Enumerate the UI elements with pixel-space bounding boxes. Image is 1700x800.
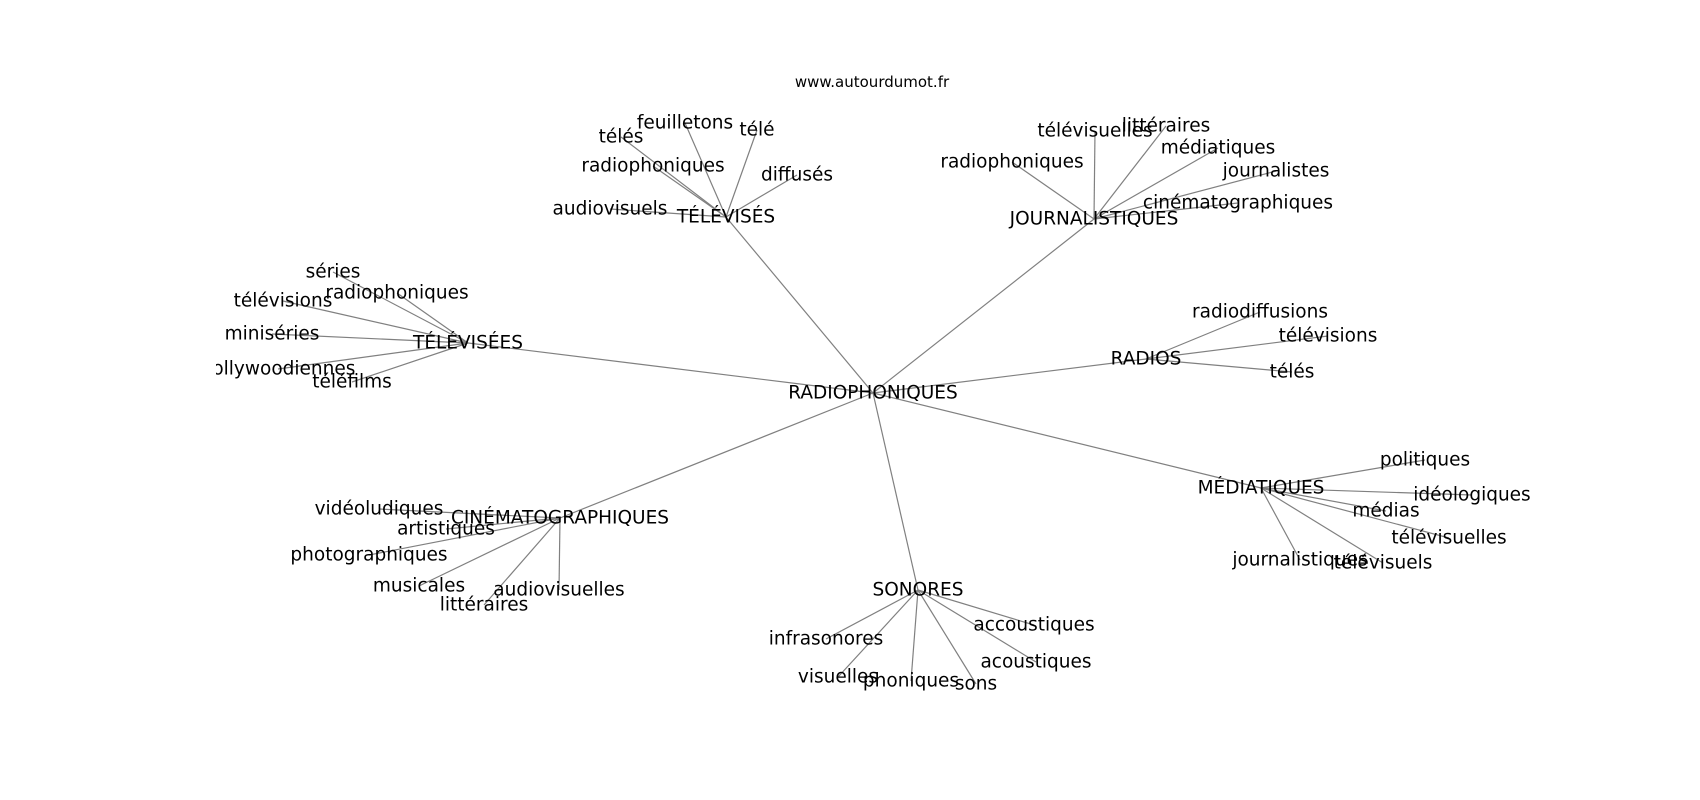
edge-2-3: [271, 333, 469, 344]
edge-2-0: [332, 271, 469, 344]
child-node[interactable]: médiatiques: [1161, 138, 1276, 159]
edge-2-4: [277, 342, 469, 370]
group-node[interactable]: CINÉMATOGRAPHIQUES: [451, 507, 669, 529]
child-node[interactable]: télévisuels: [1334, 553, 1433, 574]
child-node[interactable]: télés: [1270, 362, 1315, 383]
edge-6-5: [917, 589, 977, 685]
child-node[interactable]: radiophoniques: [940, 152, 1083, 173]
edge-5-0: [378, 508, 561, 519]
child-node[interactable]: radiophoniques: [581, 156, 724, 177]
edge-root-3: [872, 358, 1147, 394]
group-node[interactable]: JOURNALISTIQUES: [1009, 209, 1179, 230]
edge-root-5: [559, 392, 874, 519]
edge-0-3: [652, 165, 727, 218]
edge-0-1: [620, 136, 727, 218]
child-node[interactable]: téléfilms: [312, 372, 392, 393]
edge-5-2: [368, 517, 561, 556]
child-node[interactable]: phoniques: [863, 671, 959, 692]
group-node[interactable]: SONORES: [873, 580, 964, 601]
child-node[interactable]: hollywoodiennes: [201, 359, 356, 380]
edge-root-2: [467, 342, 874, 394]
edge-4-1: [1260, 487, 1473, 496]
edge-5-1: [445, 517, 561, 530]
child-node[interactable]: photographiques: [290, 545, 447, 566]
child-node[interactable]: littéraires: [440, 595, 528, 616]
edge-3-0: [1145, 311, 1261, 360]
edge-1-2: [1093, 147, 1219, 220]
edge-1-1: [1093, 130, 1096, 220]
child-node[interactable]: télévisuelles: [1391, 528, 1506, 549]
child-node[interactable]: médias: [1352, 501, 1419, 522]
edge-2-5: [351, 342, 469, 383]
edge-5-4: [483, 517, 561, 606]
edge-root-0: [725, 216, 874, 394]
edge-2-1: [396, 292, 469, 344]
edge-root-1: [872, 218, 1095, 394]
source-label: www.autourdumot.fr: [795, 73, 950, 91]
edge-0-0: [684, 122, 727, 218]
child-node[interactable]: diffusés: [761, 165, 833, 186]
child-node[interactable]: politiques: [1380, 450, 1470, 471]
group-node[interactable]: TÉLÉVISÉS: [676, 206, 775, 228]
child-node[interactable]: acoustiques: [980, 652, 1091, 673]
edge-1-0: [1093, 125, 1167, 220]
child-node[interactable]: infrasonores: [769, 629, 884, 650]
child-node[interactable]: accoustiques: [973, 615, 1094, 636]
edges: [271, 122, 1473, 685]
edge-4-4: [1260, 487, 1301, 561]
edge-4-2: [1260, 487, 1387, 512]
child-node[interactable]: miniséries: [225, 324, 320, 345]
edge-1-4: [1093, 170, 1277, 220]
child-node[interactable]: feuilletons: [637, 113, 733, 134]
child-node[interactable]: journalistiques: [1231, 550, 1367, 571]
child-node[interactable]: radiodiffusions: [1192, 302, 1328, 323]
group-node[interactable]: RADIOS: [1111, 349, 1182, 370]
child-node[interactable]: télévisuelles: [1037, 121, 1152, 142]
edge-6-3: [837, 589, 919, 678]
edge-6-1: [825, 589, 919, 640]
child-node[interactable]: télés: [599, 127, 644, 148]
child-node[interactable]: télévisions: [234, 291, 333, 312]
group-node[interactable]: MÉDIATIQUES: [1198, 477, 1325, 499]
edge-6-2: [917, 589, 1037, 663]
edge-4-5: [1260, 487, 1384, 564]
edge-4-3: [1260, 487, 1450, 539]
child-node[interactable]: sons: [955, 674, 997, 695]
child-node[interactable]: visuelles: [798, 667, 878, 688]
child-node[interactable]: cinématographiques: [1143, 193, 1333, 214]
edge-2-2: [282, 300, 469, 344]
child-node[interactable]: vidéoludiques: [315, 499, 444, 520]
child-node[interactable]: télévisions: [1279, 326, 1378, 347]
edge-6-0: [917, 589, 1035, 626]
root-node[interactable]: RADIOPHONIQUES: [788, 383, 957, 404]
edge-0-5: [609, 208, 727, 218]
group-node[interactable]: TÉLÉVISÉES: [412, 332, 523, 354]
edge-5-5: [558, 517, 561, 591]
edge-3-2: [1145, 358, 1293, 373]
edge-6-4: [910, 589, 919, 682]
edge-1-5: [1093, 202, 1239, 220]
child-node[interactable]: artistiques: [397, 519, 495, 540]
edge-1-3: [1011, 161, 1095, 220]
child-node[interactable]: radiophoniques: [325, 283, 468, 304]
child-node[interactable]: audiovisuelles: [493, 580, 624, 601]
child-node[interactable]: séries: [306, 262, 361, 283]
child-node[interactable]: télé: [739, 120, 774, 141]
child-node[interactable]: idéologiques: [1413, 485, 1530, 506]
child-node[interactable]: musicales: [373, 576, 465, 597]
edge-4-0: [1260, 459, 1426, 489]
child-node[interactable]: audiovisuels: [553, 199, 668, 220]
edge-0-2: [725, 129, 758, 218]
edge-0-4: [725, 174, 798, 218]
edge-root-4: [872, 392, 1262, 489]
edge-5-3: [418, 517, 561, 587]
edge-root-6: [872, 392, 919, 591]
child-node[interactable]: journalistes: [1222, 161, 1330, 182]
edge-3-1: [1145, 335, 1329, 360]
child-node[interactable]: littéraires: [1122, 116, 1210, 137]
